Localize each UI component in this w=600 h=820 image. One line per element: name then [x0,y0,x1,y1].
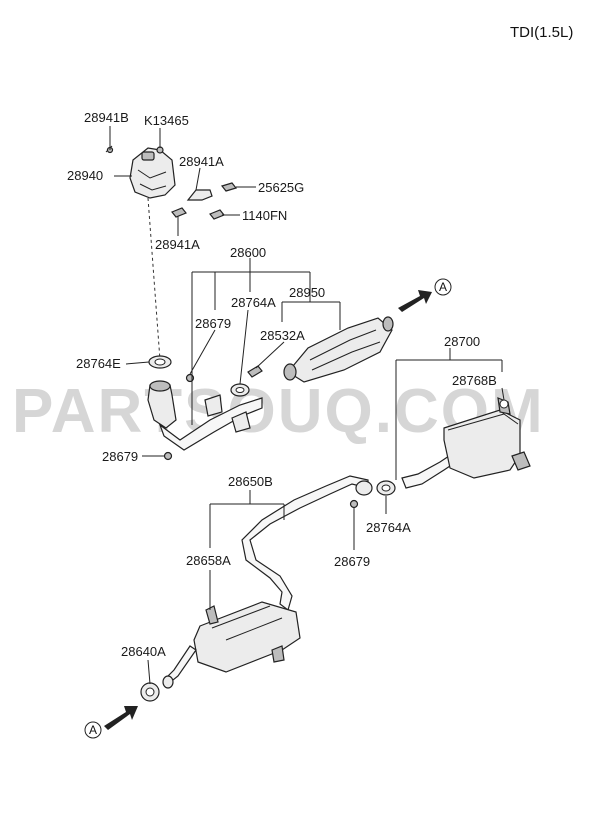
center-muffler-28658A [162,601,301,689]
front-pipe-28600 [147,380,263,451]
gasket-28764A-front [230,383,250,397]
leader-28532A [255,341,285,369]
bolt-28941A-lower [171,207,187,218]
leader-28679-top [189,329,216,375]
label-28700: 28700 [444,334,480,349]
label-28764A-top: 28764A [231,295,276,310]
dashed-alignment-line [147,197,161,361]
label-28940: 28940 [67,168,103,183]
catalytic-converter-28950 [283,316,394,383]
center-pipe-28650B [241,475,373,612]
bolt-28941B [105,145,114,154]
label-28950: 28950 [289,285,325,300]
bracket-28600 [191,258,311,425]
leader-28764A-top [239,309,249,385]
label-28679-bottom: 28679 [102,449,138,464]
label-28764E: 28764E [76,356,121,371]
leader-28768B [501,387,505,401]
bolt-1140FN [209,209,225,220]
gasket-28640A [140,682,160,702]
hanger-28768B [499,399,509,409]
label-28650B: 28650B [228,474,273,489]
bolt-25625G [220,182,238,192]
reference-arrow-a-top: A [398,278,452,312]
svg-text:A: A [89,723,97,737]
label-28600: 28600 [230,245,266,260]
bracket-28941A [186,189,213,201]
label-28679-top: 28679 [195,316,231,331]
engine-variant-title: TDI(1.5L) [510,24,573,41]
label-28679-mid: 28679 [334,554,370,569]
label-28532A: 28532A [260,328,305,343]
leader-28941A-top [195,167,201,191]
heat-shield-28940 [129,147,176,199]
leader-28764E [125,361,150,365]
reference-arrow-a-bottom: A [84,706,138,739]
sensor-28532A [247,365,263,378]
bracket-28950 [281,290,341,330]
label-28658A: 28658A [186,553,231,568]
label-K13465: K13465 [144,113,189,128]
label-28640A: 28640A [121,644,166,659]
nut-28679-mid [349,499,359,509]
bracket-28700 [395,348,503,480]
gasket-28764E [148,355,172,369]
label-28764A-mid: 28764A [366,520,411,535]
label-25625G: 25625G [258,180,304,195]
leader-28640A [147,659,151,685]
rear-muffler-28700 [401,397,531,489]
gasket-28764A-mid [376,480,396,496]
nut-28679-bottom [163,451,173,461]
label-28768B: 28768B [452,373,497,388]
label-1140FN: 1140FN [242,208,287,223]
label-28941B: 28941B [84,110,129,125]
bracket-28650B [209,490,285,548]
svg-text:A: A [439,280,447,294]
label-28941A-bottom: 28941A [155,237,200,252]
label-28941A-top: 28941A [179,154,224,169]
